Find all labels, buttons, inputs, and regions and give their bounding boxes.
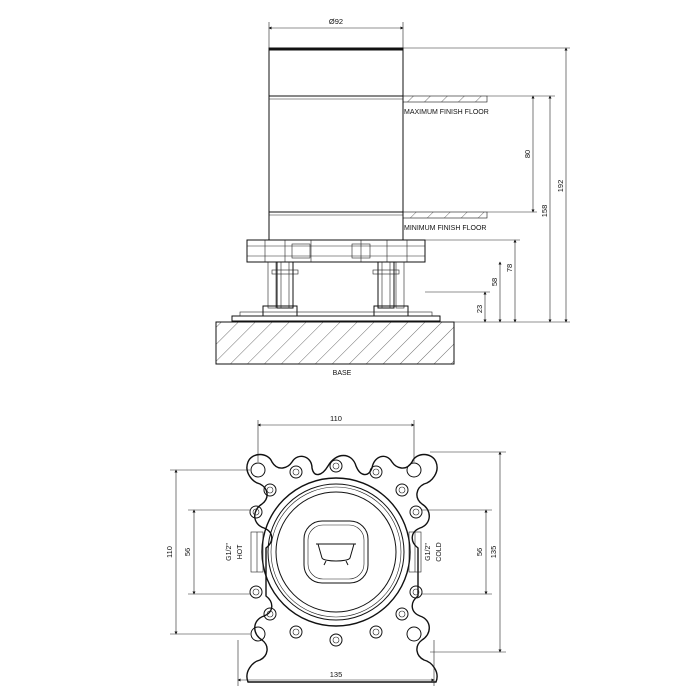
- dimension-right-135: 135: [430, 451, 506, 653]
- threaded-rod-left: [262, 261, 299, 317]
- dim-right-56-label: 56: [475, 548, 484, 556]
- dimension-58: 58: [490, 261, 502, 323]
- max-floor-label: MAXIMUM FINISH FLOOR: [404, 109, 489, 116]
- dimension-bottom-135: 135: [237, 640, 435, 686]
- inlet-cold: G1/2" COLD: [408, 531, 443, 573]
- flange-outline: [246, 453, 438, 683]
- bolt-ring: [249, 459, 423, 647]
- dim-right-135-label: 135: [489, 546, 498, 559]
- dimension-78: 78: [505, 239, 517, 323]
- dim-23-label: 23: [475, 305, 484, 313]
- dim-top-110-label: 110: [330, 414, 342, 423]
- extension-lines: [403, 47, 570, 323]
- cold-label: COLD: [436, 542, 443, 561]
- min-floor-marker: MINIMUM FINISH FLOOR: [402, 211, 488, 232]
- hot-thread-label: G1/2": [226, 543, 233, 561]
- threaded-rod-right: [372, 261, 409, 317]
- dimension-158: 158: [540, 95, 552, 323]
- dimension-left-56: 56: [183, 509, 250, 595]
- dimension-192: 192: [556, 47, 568, 323]
- mounting-flange: [246, 239, 426, 263]
- dimension-top-110: 110: [257, 414, 415, 462]
- dimension-80: 80: [523, 95, 535, 213]
- corner-holes: [250, 462, 422, 642]
- side-view: Ø92 MAXIMUM FINISH FLOOR MINIMUM FINISH …: [215, 17, 570, 377]
- bathtub-icon: [316, 543, 356, 566]
- dim-192-label: 192: [556, 180, 565, 193]
- inlet-hot: G1/2" HOT: [226, 531, 264, 573]
- dimension-23: 23: [475, 291, 487, 323]
- base-slab: BASE: [215, 321, 455, 377]
- dimension-left-110: 110: [165, 469, 250, 635]
- diameter-label: Ø92: [329, 17, 343, 26]
- diameter-dimension: Ø92: [268, 17, 404, 48]
- dim-78-label: 78: [505, 264, 514, 272]
- dim-80-label: 80: [523, 150, 532, 158]
- max-floor-marker: MAXIMUM FINISH FLOOR: [402, 95, 489, 116]
- hot-label: HOT: [237, 544, 244, 560]
- dim-left-110-label: 110: [165, 546, 174, 558]
- dim-58-label: 58: [490, 278, 499, 286]
- cylinder-body: [268, 47, 404, 241]
- center-cartridge: [303, 520, 369, 584]
- min-floor-label: MINIMUM FINISH FLOOR: [404, 225, 486, 232]
- plan-view: G1/2" HOT G1/2" COLD 110 110 56: [165, 414, 506, 686]
- dim-left-56-label: 56: [183, 548, 192, 556]
- cold-thread-label: G1/2": [425, 543, 432, 561]
- dim-158-label: 158: [540, 205, 549, 218]
- valve-body: [261, 477, 411, 627]
- dim-bottom-135-label: 135: [330, 670, 343, 679]
- dimension-right-56: 56: [422, 509, 492, 595]
- base-label: BASE: [333, 370, 352, 377]
- base-plate: [231, 311, 441, 322]
